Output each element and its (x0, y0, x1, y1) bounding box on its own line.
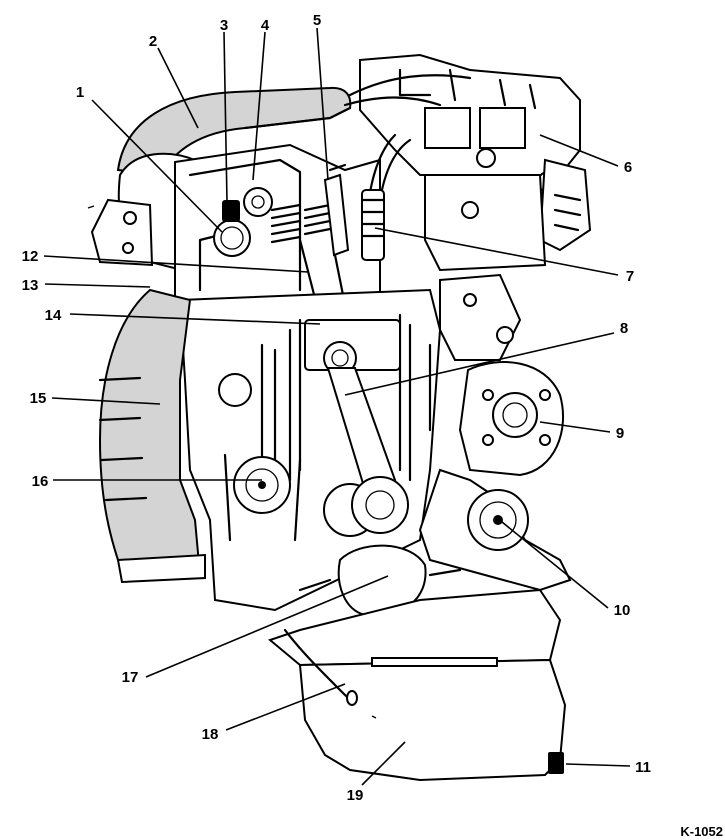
callout-15: 15 (30, 390, 47, 407)
callout-12: 12 (22, 248, 39, 265)
injector-pipes (360, 133, 547, 272)
callout-17: 17 (122, 669, 139, 686)
callout-4: 4 (261, 17, 270, 34)
callout-11: 11 (635, 759, 651, 776)
fuel-injection-pump (343, 53, 592, 252)
piston-and-connecting-rod (304, 319, 409, 534)
crankshaft-pulley (467, 489, 529, 551)
oil-sump (267, 588, 567, 782)
callout-7: 7 (626, 268, 634, 285)
callout-18: 18 (202, 726, 219, 743)
callout-13: 13 (22, 277, 39, 294)
exhaust-manifold (98, 288, 206, 584)
callout-3: 3 (220, 17, 228, 34)
cylinder-head (174, 143, 381, 312)
callout-8: 8 (620, 320, 628, 337)
leader-lines (43, 27, 631, 786)
callout-2: 2 (149, 33, 157, 50)
figure-code: K-1052 (680, 824, 723, 839)
callout-6: 6 (624, 159, 632, 176)
callout-9: 9 (616, 425, 624, 442)
valve-spring-cap (222, 200, 240, 222)
callout-14: 14 (45, 307, 62, 324)
engine-illustration (87, 53, 592, 782)
rocker-shaft (243, 187, 273, 217)
vacuum-pump (458, 361, 565, 477)
callout-10: 10 (614, 602, 631, 619)
callout-16: 16 (32, 473, 49, 490)
callout-1: 1 (76, 84, 84, 101)
callout-5: 5 (313, 12, 321, 29)
auxiliary-shaft (223, 453, 302, 542)
crankshaft (298, 544, 462, 617)
callout-labels: 1 2 3 4 5 6 7 8 9 10 11 12 13 14 15 16 1… (22, 12, 651, 804)
intake-flange (90, 198, 154, 267)
camshaft (213, 219, 251, 257)
callout-19: 19 (347, 787, 364, 804)
